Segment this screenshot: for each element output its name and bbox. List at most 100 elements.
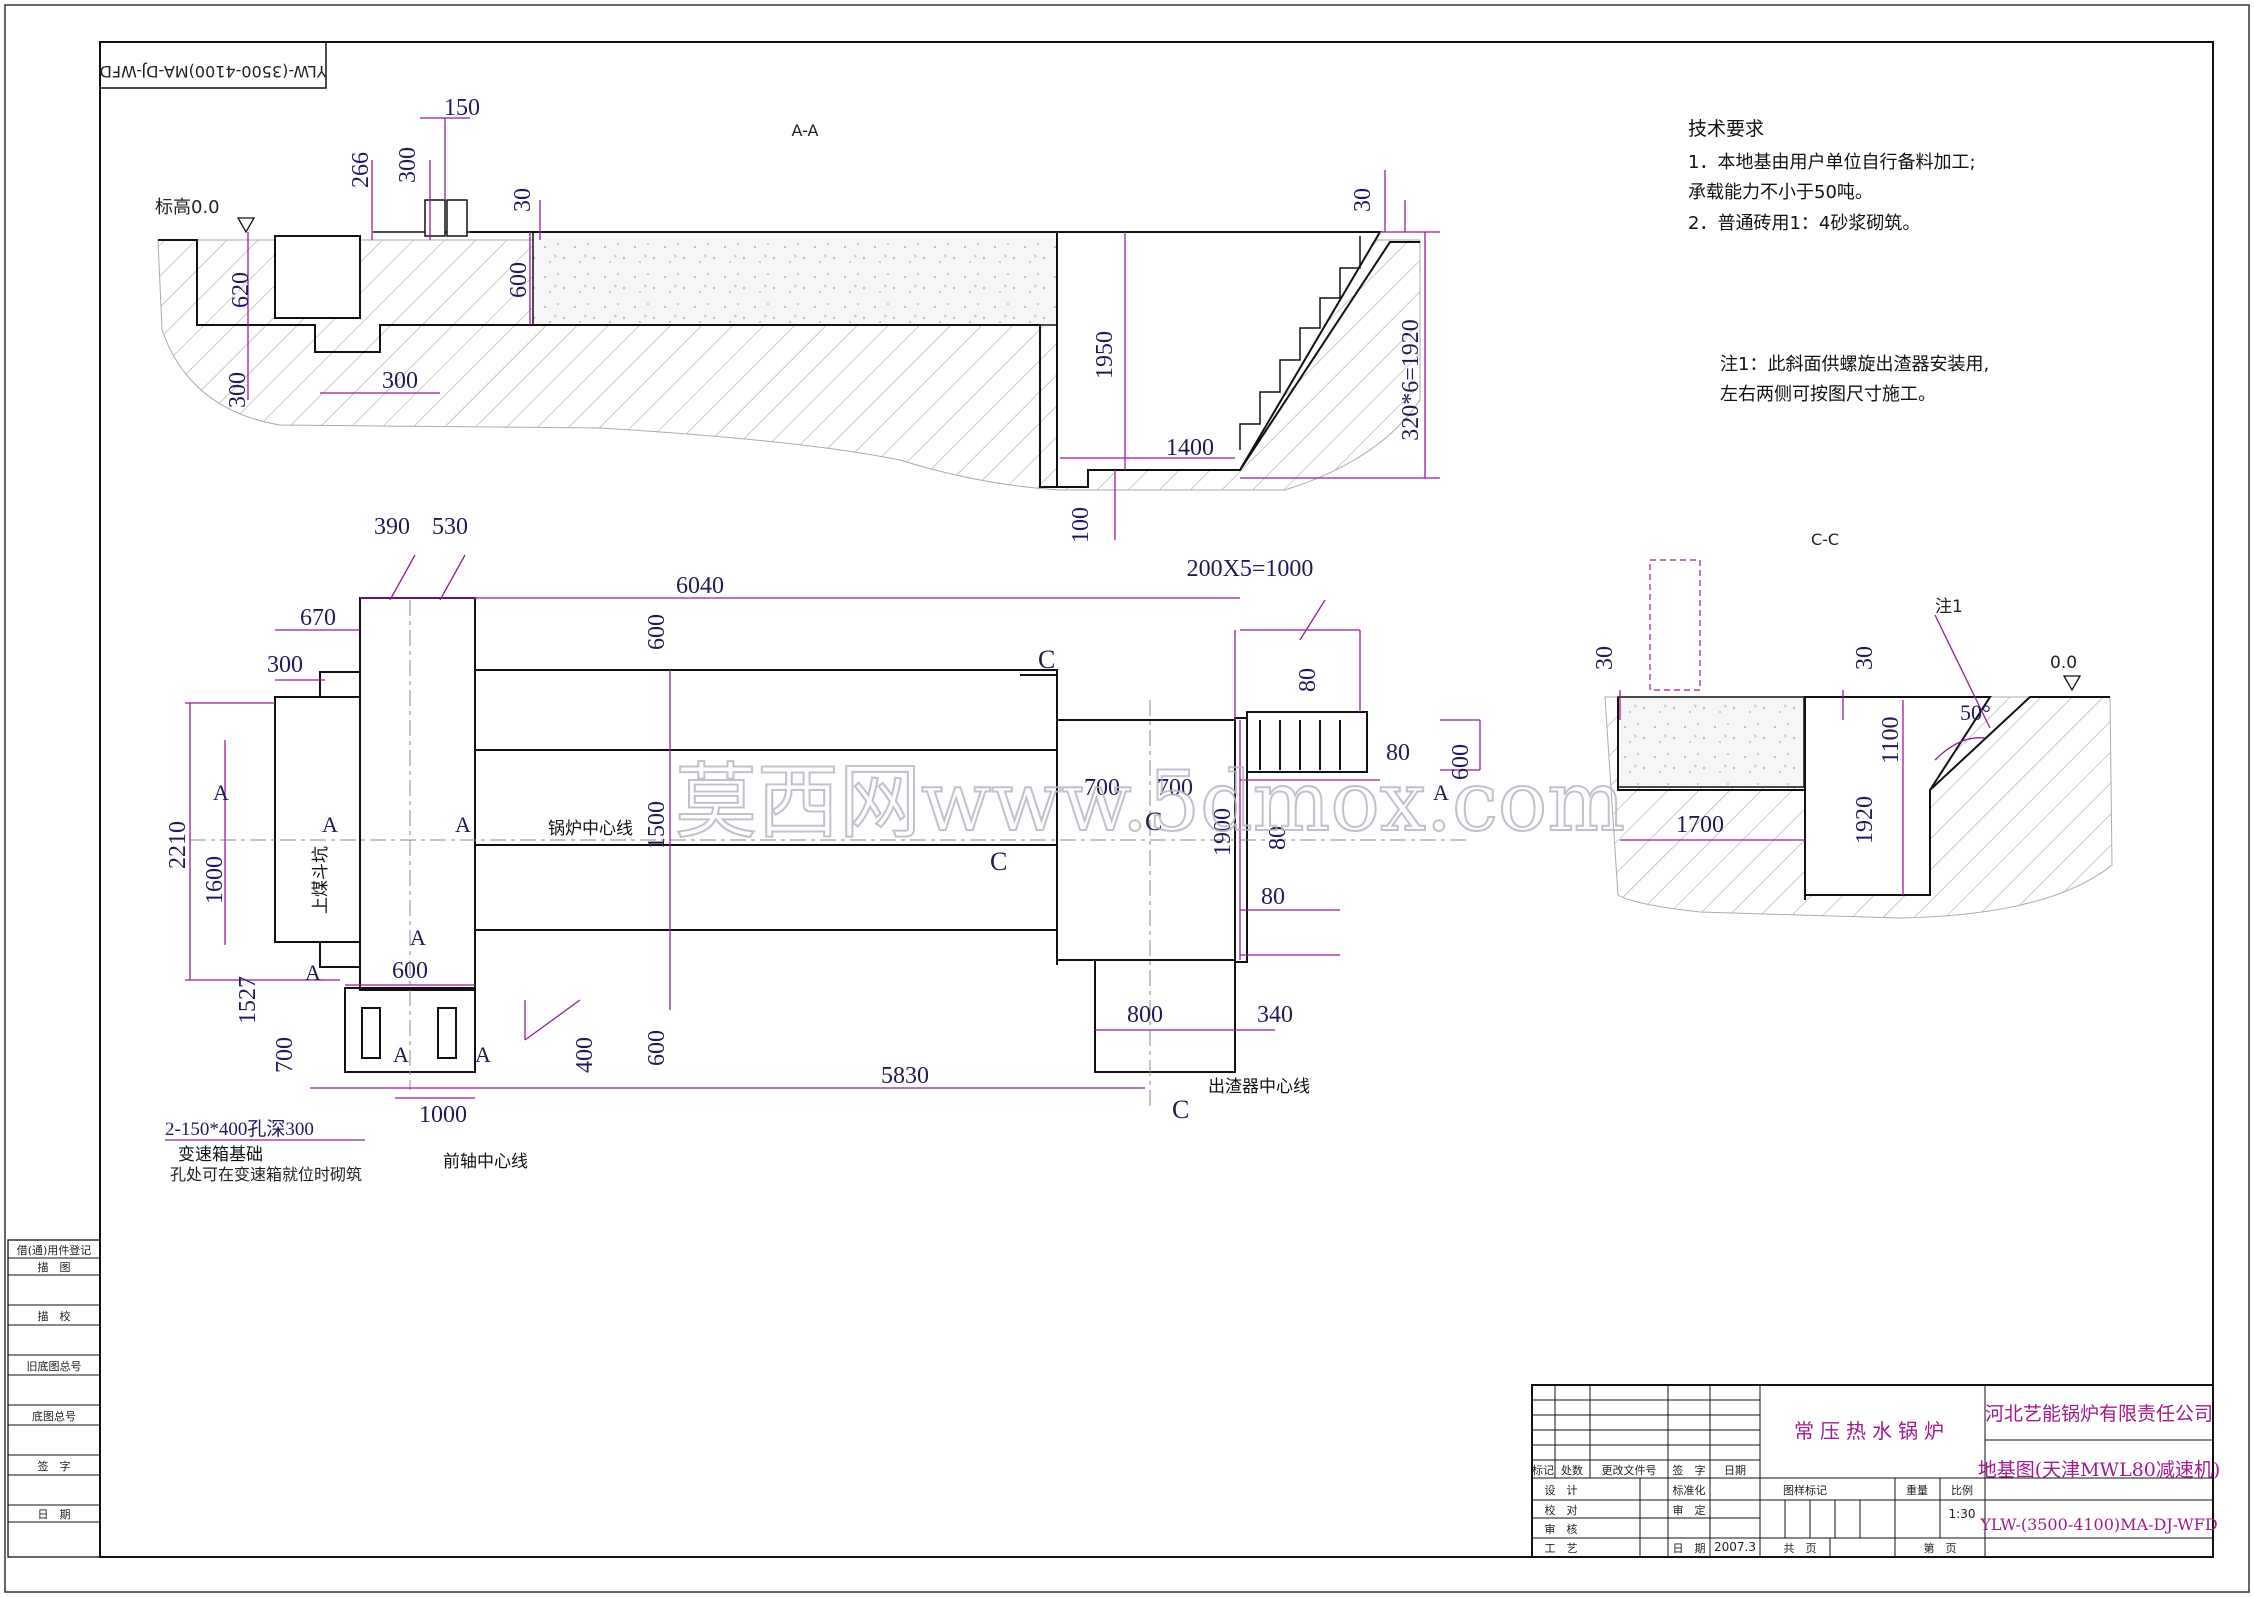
section-mark-c-3: C (1145, 807, 1162, 836)
section-mark-a-7: A (475, 1042, 491, 1067)
tb-r-approve: 审 定 (1673, 1503, 1706, 1517)
dim-cc-1100: 1100 (1878, 716, 1904, 763)
dim-plan-400: 400 (572, 1037, 598, 1073)
tb-ratio: 比例 (1951, 1483, 1973, 1497)
dim-aa-1400: 1400 (1166, 435, 1214, 461)
tb-code: YLW-(3500-4100)MA-DJ-WFD (1979, 1515, 2217, 1534)
tb-weight: 重量 (1906, 1483, 1928, 1497)
dim-plan-600b: 600 (644, 1030, 670, 1066)
plan-view: 390 530 6040 200X5=1000 670 300 2210 160… (165, 514, 1481, 1184)
drawing-code-stamp: YLW-(3500-4100)MA-DJ-WFD (100, 62, 328, 81)
label-gearbox-note: 孔处可在变速箱就位时砌筑 (170, 1165, 362, 1184)
dim-plan-2210: 2210 (165, 821, 191, 869)
dim-aa-150: 150 (444, 95, 480, 121)
section-cc: C-C 30 30 1100 1920 1700 50° 注1 0.0 (1592, 530, 2113, 919)
left-table-row-3: 旧底图总号 (27, 1359, 82, 1373)
label-aa-elevation: 标高0.0 (155, 197, 220, 218)
tech-req-line3: 2．普通砖用1：4砂浆砌筑。 (1688, 213, 1920, 234)
tb-material: 图样标记 (1783, 1483, 1827, 1497)
dim-plan-670: 670 (300, 605, 336, 631)
dim-plan-1600: 1600 (202, 856, 228, 904)
dim-plan-80d: 80 (1261, 884, 1285, 910)
left-table-row-6: 日 期 (38, 1508, 71, 1521)
dim-aa-1950: 1950 (1092, 331, 1118, 379)
dim-plan-200x5: 200X5=1000 (1187, 556, 1314, 582)
dim-aa-300c: 300 (382, 368, 418, 394)
dim-plan-700a: 700 (1084, 775, 1120, 801)
aa-pit-box (274, 235, 361, 319)
section-mark-a-2: A (322, 812, 338, 837)
tb-r-review: 审 核 (1545, 1522, 1578, 1536)
aa-stairs (1239, 236, 1361, 450)
dim-aa-266: 266 (348, 152, 374, 188)
dim-plan-390: 390 (374, 514, 410, 540)
dim-plan-5830: 5830 (881, 1063, 929, 1089)
section-mark-a-4: A (410, 925, 426, 950)
dim-aa-30b: 30 (1350, 188, 1376, 212)
dim-plan-1527: 1527 (235, 976, 261, 1024)
dim-plan-1500: 1500 (644, 801, 670, 849)
tb-sheets-no: 第 页 (1924, 1541, 1957, 1555)
dim-plan-1000: 1000 (419, 1102, 467, 1128)
section-mark-a-6: A (393, 1042, 409, 1067)
tb-h-mark: 标记 (1532, 1463, 1554, 1477)
left-table-row-4: 底图总号 (32, 1409, 76, 1423)
section-mark-a-1: A (213, 780, 229, 805)
section-mark-c-2: C (990, 847, 1007, 876)
left-table-row-2: 描 校 (38, 1309, 71, 1323)
tb-r-process: 工 艺 (1545, 1542, 1578, 1555)
title-block: 常压热水锅炉 河北艺能锅炉有限责任公司 地基图(天津MWL80减速机) YLW-… (1531, 1384, 2221, 1558)
note1-line2: 左右两侧可按图尺寸施工。 (1720, 384, 1936, 405)
label-front-axle-centerline: 前轴中心线 (443, 1152, 528, 1172)
section-mark-a-3: A (455, 812, 471, 837)
tb-product: 常压热水锅炉 (1794, 1419, 1950, 1443)
left-table-row-0: 借(通)用件登记 (17, 1243, 92, 1257)
label-boiler-centerline: 锅炉中心线 (548, 819, 633, 839)
dim-plan-80a: 80 (1295, 668, 1321, 692)
label-coal-pit: 上煤斗坑 (311, 846, 331, 914)
dim-cc-30a: 30 (1592, 646, 1618, 670)
dim-plan-340: 340 (1257, 1002, 1293, 1028)
dim-plan-530: 530 (432, 514, 468, 540)
tb-r-std: 标准化 (1673, 1483, 1706, 1497)
dim-aa-30a: 30 (510, 188, 536, 212)
left-table-row-5: 签 字 (38, 1459, 71, 1473)
dim-plan-80c: 80 (1265, 826, 1291, 850)
dim-cc-1920: 1920 (1852, 796, 1878, 844)
dim-cc-30b: 30 (1852, 646, 1878, 670)
tech-req-line1: 1．本地基由用户单位自行备料加工; (1688, 152, 1976, 173)
tech-req-line2: 承载能力不小于50吨。 (1688, 182, 1873, 203)
note1-line1: 注1：此斜面供螺旋出渣器安装用, (1720, 354, 1989, 375)
watermark: 莫西网www.5dmox.com (675, 755, 1625, 850)
dim-plan-80b: 80 (1386, 740, 1410, 766)
dim-plan-300: 300 (267, 652, 303, 678)
tb-scale: 1:30 (1949, 1507, 1976, 1521)
dim-plan-700b: 700 (1157, 775, 1193, 801)
tb-r-design: 设 计 (1545, 1484, 1578, 1497)
dim-aa-600: 600 (506, 262, 532, 298)
tb-h-doc: 更改文件号 (1602, 1463, 1657, 1477)
tb-r-check: 校 对 (1545, 1503, 1578, 1517)
label-gearbox-base: 变速箱基础 (178, 1145, 263, 1165)
label-holes: 2-150*400孔深300 (165, 1118, 314, 1140)
left-registry-table: 借(通)用件登记 描 图 描 校 旧底图总号 底图总号 签 字 日 期 (7, 1239, 101, 1558)
tech-req-title: 技术要求 (1688, 118, 1764, 140)
label-slag-centerline: 出渣器中心线 (1208, 1077, 1310, 1097)
dim-plan-800: 800 (1127, 1002, 1163, 1028)
dim-plan-1900: 1900 (1210, 808, 1236, 856)
dim-plan-6040: 6040 (676, 573, 724, 599)
dim-aa-300a: 300 (395, 147, 421, 183)
tb-drawing-name: 地基图(天津MWL80减速机) (1978, 1459, 2221, 1481)
label-cc-elevation: 0.0 (2050, 653, 2077, 673)
technical-requirements: 技术要求 1．本地基由用户单位自行备料加工; 承载能力不小于50吨。 2．普通砖… (1688, 118, 1989, 405)
tb-r-date: 日 期 (1673, 1542, 1706, 1555)
dim-plan-700c: 700 (272, 1037, 298, 1073)
dim-aa-100: 100 (1068, 507, 1094, 543)
drawing-frame: YLW-(3500-4100)MA-DJ-WFD (4, 4, 2250, 1593)
tb-h-count: 处数 (1561, 1464, 1583, 1477)
section-mark-a-5: A (305, 960, 321, 985)
tb-sheets-total: 共 页 (1784, 1542, 1817, 1555)
section-mark-c-1: C (1038, 645, 1055, 674)
left-table-row-1: 描 图 (38, 1260, 71, 1274)
